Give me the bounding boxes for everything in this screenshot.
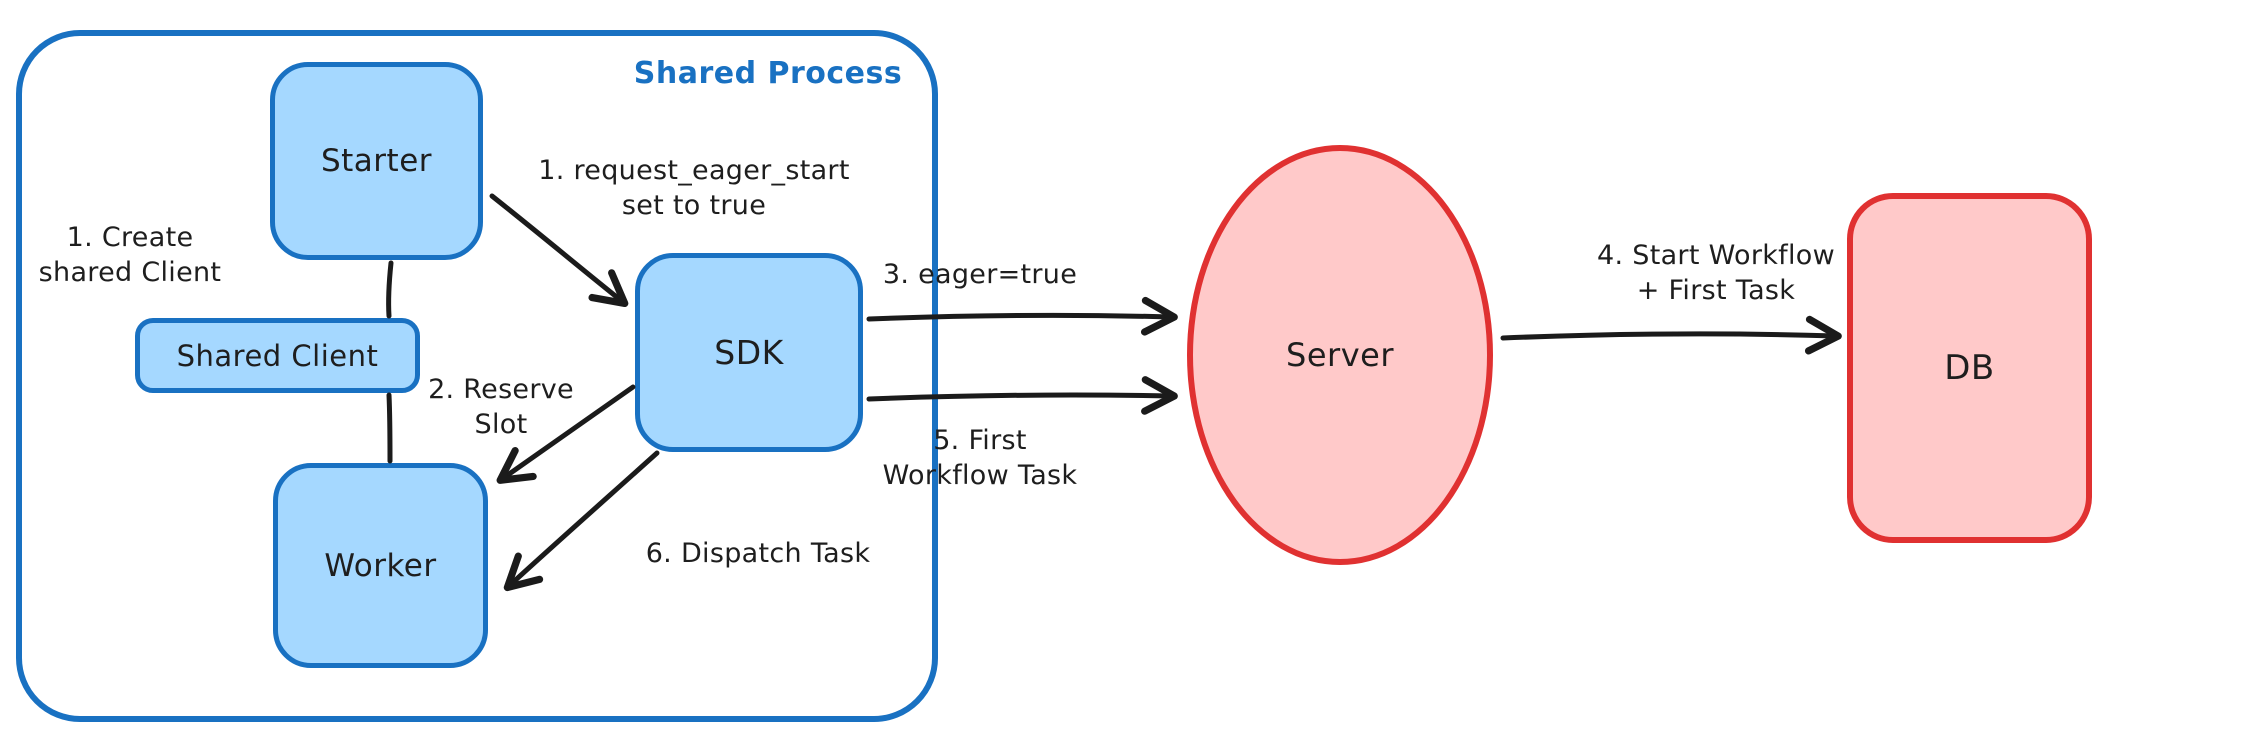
- annotation-first-workflow-task: 5. First Workflow Task: [830, 423, 1130, 493]
- annotation-eager-true: 3. eager=true: [882, 259, 1078, 290]
- annotation-line: set to true: [621, 190, 767, 222]
- worker-label: Worker: [324, 547, 437, 584]
- sdk-node: SDK: [635, 253, 863, 452]
- sdk-label: SDK: [714, 333, 784, 372]
- annotation-dispatch-task: 6. Dispatch Task: [645, 538, 871, 569]
- server-node: Server: [1187, 145, 1493, 565]
- annotation-start-workflow: 4. Start Workflow + First Task: [1566, 238, 1866, 308]
- arrow-server-to-db: [1500, 315, 1842, 355]
- annotation-line: Slot: [474, 409, 528, 441]
- annotation-line: shared Client: [38, 257, 222, 289]
- server-label: Server: [1286, 336, 1394, 374]
- shared-process-container: [16, 30, 938, 722]
- annotation-line: 5. First: [933, 425, 1027, 456]
- worker-node: Worker: [273, 463, 488, 668]
- annotation-request-eager-start: 1. request_eager_start set to true: [509, 153, 879, 223]
- annotation-reserve-slot: 2. Reserve Slot: [401, 372, 601, 442]
- annotation-line: 2. Reserve: [428, 374, 574, 405]
- shared-process-label: Shared Process: [633, 56, 903, 91]
- starter-label: Starter: [320, 143, 433, 179]
- annotation-create-shared-client: 1. Create shared Client: [5, 220, 255, 290]
- db-label: DB: [1944, 348, 1995, 388]
- annotation-line: 1. request_eager_start: [538, 155, 850, 186]
- annotation-line: Workflow Task: [882, 460, 1078, 492]
- annotation-line: + First Task: [1636, 275, 1796, 307]
- annotation-line: 4. Start Workflow: [1597, 240, 1835, 271]
- db-node: DB: [1847, 193, 2092, 543]
- starter-node: Starter: [270, 62, 483, 260]
- shared-client-node: Shared Client: [135, 318, 420, 393]
- annotation-line: 1. Create: [66, 222, 194, 253]
- shared-client-label: Shared Client: [176, 338, 379, 373]
